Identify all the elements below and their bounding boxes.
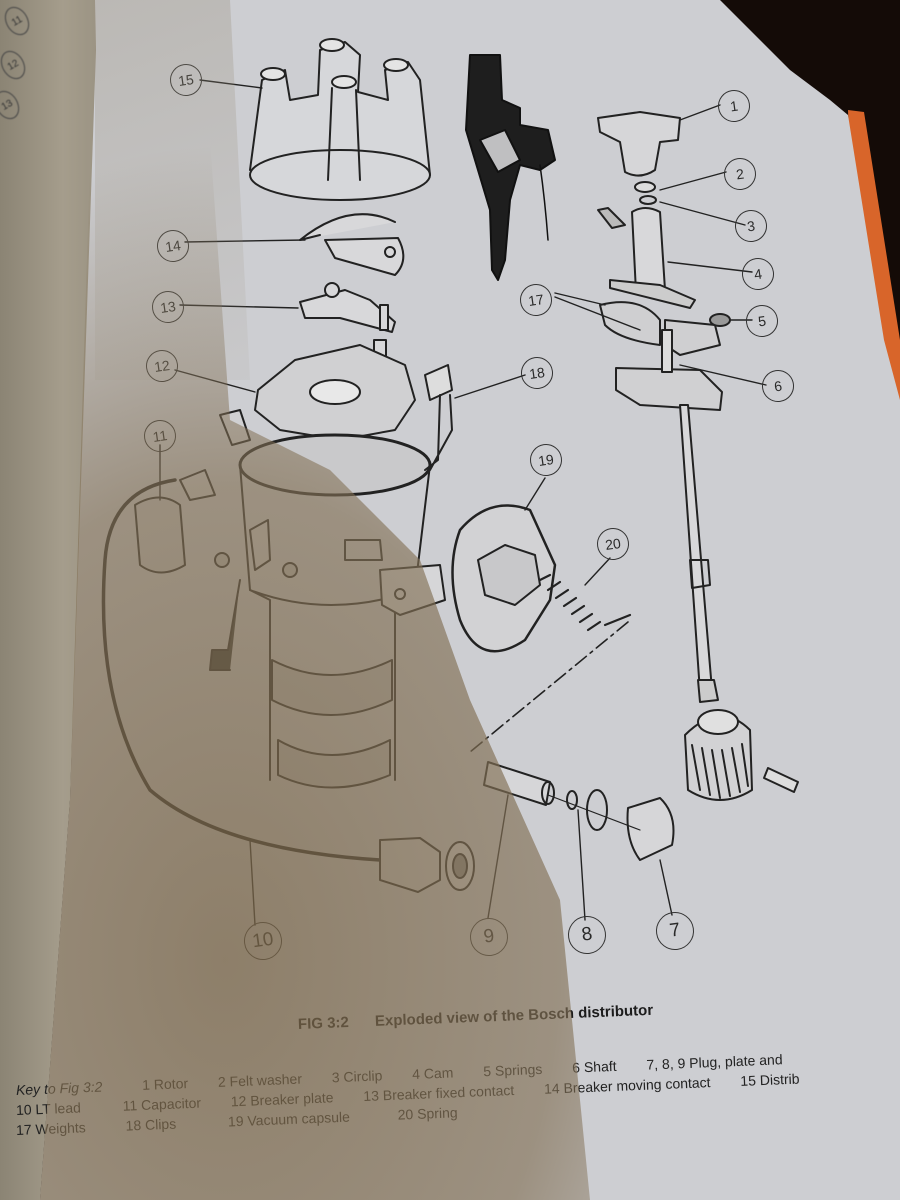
rotor-drawing [597,111,681,177]
distributor-cap-drawing [249,38,431,201]
pin-drawing [763,767,799,793]
shaft-drawing [615,329,723,703]
key-item: 6 Shaft [571,1057,617,1076]
clips-drawing [424,364,453,471]
key-item: 7, 8, 9 Plug, plate and [646,1051,783,1073]
drive-gear-drawing [684,709,799,801]
felt-washer-drawing [634,181,656,193]
plate-drawing [566,790,578,810]
breaker-fixed-contact-drawing [299,282,396,361]
cam-drawing [609,207,696,309]
plug-drawing [626,797,675,861]
circlip-drawing [639,195,657,205]
spring-clip-drawing [597,207,626,229]
key-item: 15 Distrib [740,1070,800,1089]
breaker-moving-contact-drawing [299,213,405,276]
assembled-distributor-drawing [465,54,556,281]
spring-drawing [538,573,632,632]
alignment-line [469,621,629,753]
